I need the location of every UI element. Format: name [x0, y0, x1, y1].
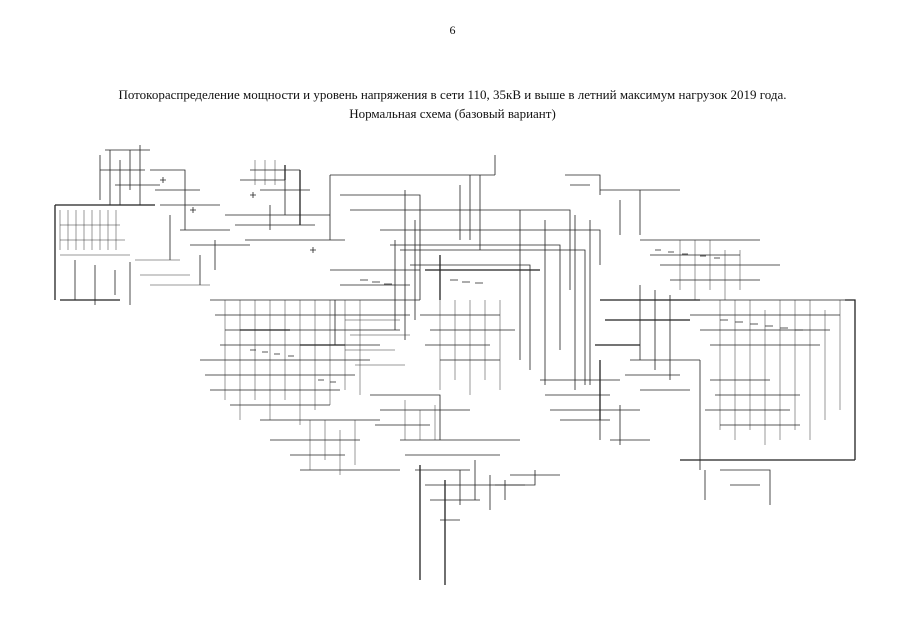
right-cluster — [565, 174, 856, 505]
title-line-1: Потокораспределение мощности и уровень н… — [118, 87, 787, 102]
center-right-cluster — [330, 269, 640, 421]
left-upper-cluster — [54, 145, 250, 305]
document-title: Потокораспределение мощности и уровень н… — [0, 85, 905, 123]
center-cluster — [200, 299, 470, 475]
lower-middle-cluster — [400, 400, 650, 585]
title-line-2: Нормальная схема (базовый вариант) — [349, 106, 556, 121]
page-number: 6 — [449, 23, 456, 37]
upper-middle-cluster — [225, 160, 345, 241]
detail-strokes — [160, 177, 803, 383]
transmission-lines — [329, 155, 680, 390]
